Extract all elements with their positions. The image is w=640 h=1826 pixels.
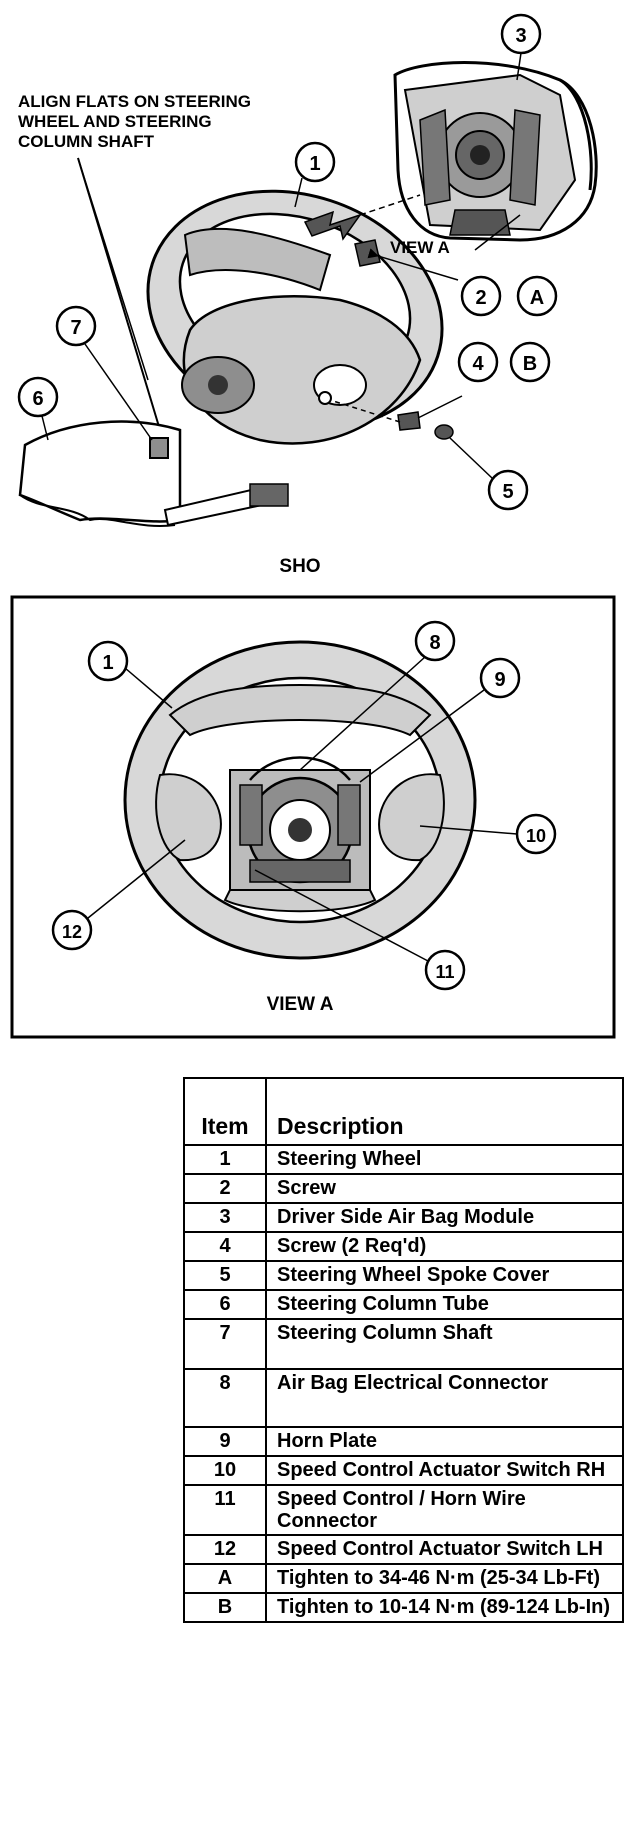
svg-text:2: 2 [475,287,486,309]
svg-text:5: 5 [502,481,513,503]
callout-10: 10 [419,813,557,855]
svg-text:B: B [523,353,537,375]
row-description: Screw (2 Req'd) [265,1231,624,1262]
row-item: 1 [183,1144,267,1175]
svg-text:10: 10 [526,826,546,846]
row-item: B [183,1592,267,1623]
callout-4: 4 [457,341,499,383]
callout-6: 6 [17,376,59,441]
svg-text:A: A [530,287,544,309]
row-description: Tighten to 34-46 N·m (25-34 Lb-Ft) [265,1563,624,1594]
row-item: 8 [183,1368,267,1428]
svg-text:8: 8 [429,632,440,654]
row-description: Air Bag Electrical Connector [265,1368,624,1428]
row-item: 12 [183,1534,267,1565]
view-a-panel: 1 8 9 10 12 11 VIEW A [10,595,616,1039]
screw-2-drawing [354,239,459,281]
callout-5: 5 [487,469,529,511]
callout-b: B [509,341,551,383]
align-note-line-1: ALIGN FLATS ON STEERING [18,92,251,111]
callout-1-top: 1 [294,141,336,208]
air-bag-module-drawing [393,61,598,242]
steering-column-drawing [18,420,289,527]
callout-a: A [516,275,558,317]
row-item: 10 [183,1455,267,1486]
svg-text:1: 1 [309,153,320,175]
callout-7: 7 [55,305,153,441]
table-header-row: Item Description [183,1077,624,1146]
align-note-line-2: WHEEL AND STEERING [18,112,212,131]
row-description: Driver Side Air Bag Module [265,1202,624,1233]
svg-text:7: 7 [70,317,81,339]
view-a-arrow-label: VIEW A [390,238,450,257]
row-item: 11 [183,1484,267,1536]
row-description: Steering Wheel Spoke Cover [265,1260,624,1291]
diagram-canvas: ALIGN FLATS ON STEERING WHEEL AND STEERI… [10,13,616,1039]
callout-8: 8 [299,620,456,771]
row-description: Steering Column Shaft [265,1318,624,1370]
svg-text:12: 12 [62,922,82,942]
row-item: 4 [183,1231,267,1262]
view-a-wheel-drawing [123,640,477,960]
row-description: Speed Control Actuator Switch RH [265,1455,624,1486]
row-description: Speed Control Actuator Switch LH [265,1534,624,1565]
callout-2: 2 [460,275,502,317]
row-item: 6 [183,1289,267,1320]
row-description: Steering Column Tube [265,1289,624,1320]
top-illustration: ALIGN FLATS ON STEERING WHEEL AND STEERI… [17,13,598,577]
row-item: 9 [183,1426,267,1457]
spoke-cover-5-drawing [434,424,493,479]
row-description: Screw [265,1173,624,1204]
sho-caption: SHO [279,556,320,577]
row-description: Speed Control / Horn Wire Connector [265,1484,624,1536]
align-note-line-3: COLUMN SHAFT [18,132,155,151]
row-item: 2 [183,1173,267,1204]
callout-9: 9 [359,657,521,783]
row-description: Horn Plate [265,1426,624,1457]
svg-text:11: 11 [435,962,454,982]
row-item: A [183,1563,267,1594]
svg-text:3: 3 [515,25,526,47]
callout-11: 11 [254,869,466,991]
screw-4-drawing [329,395,463,431]
callout-3: 3 [500,13,542,81]
view-a-caption: VIEW A [267,994,334,1015]
removal-arrow [303,210,362,241]
svg-text:6: 6 [32,388,43,410]
row-description: Tighten to 10-14 N·m (89-124 Lb-In) [265,1592,624,1623]
row-description: Steering Wheel [265,1144,624,1175]
row-item: 7 [183,1318,267,1370]
svg-text:9: 9 [494,669,505,691]
row-item: 5 [183,1260,267,1291]
header-item: Item [183,1077,267,1146]
callout-1-view-a: 1 [87,640,173,709]
svg-text:1: 1 [102,652,113,674]
svg-text:4: 4 [472,353,484,375]
callout-12: 12 [51,839,186,951]
header-description: Description [265,1077,624,1146]
row-item: 3 [183,1202,267,1233]
